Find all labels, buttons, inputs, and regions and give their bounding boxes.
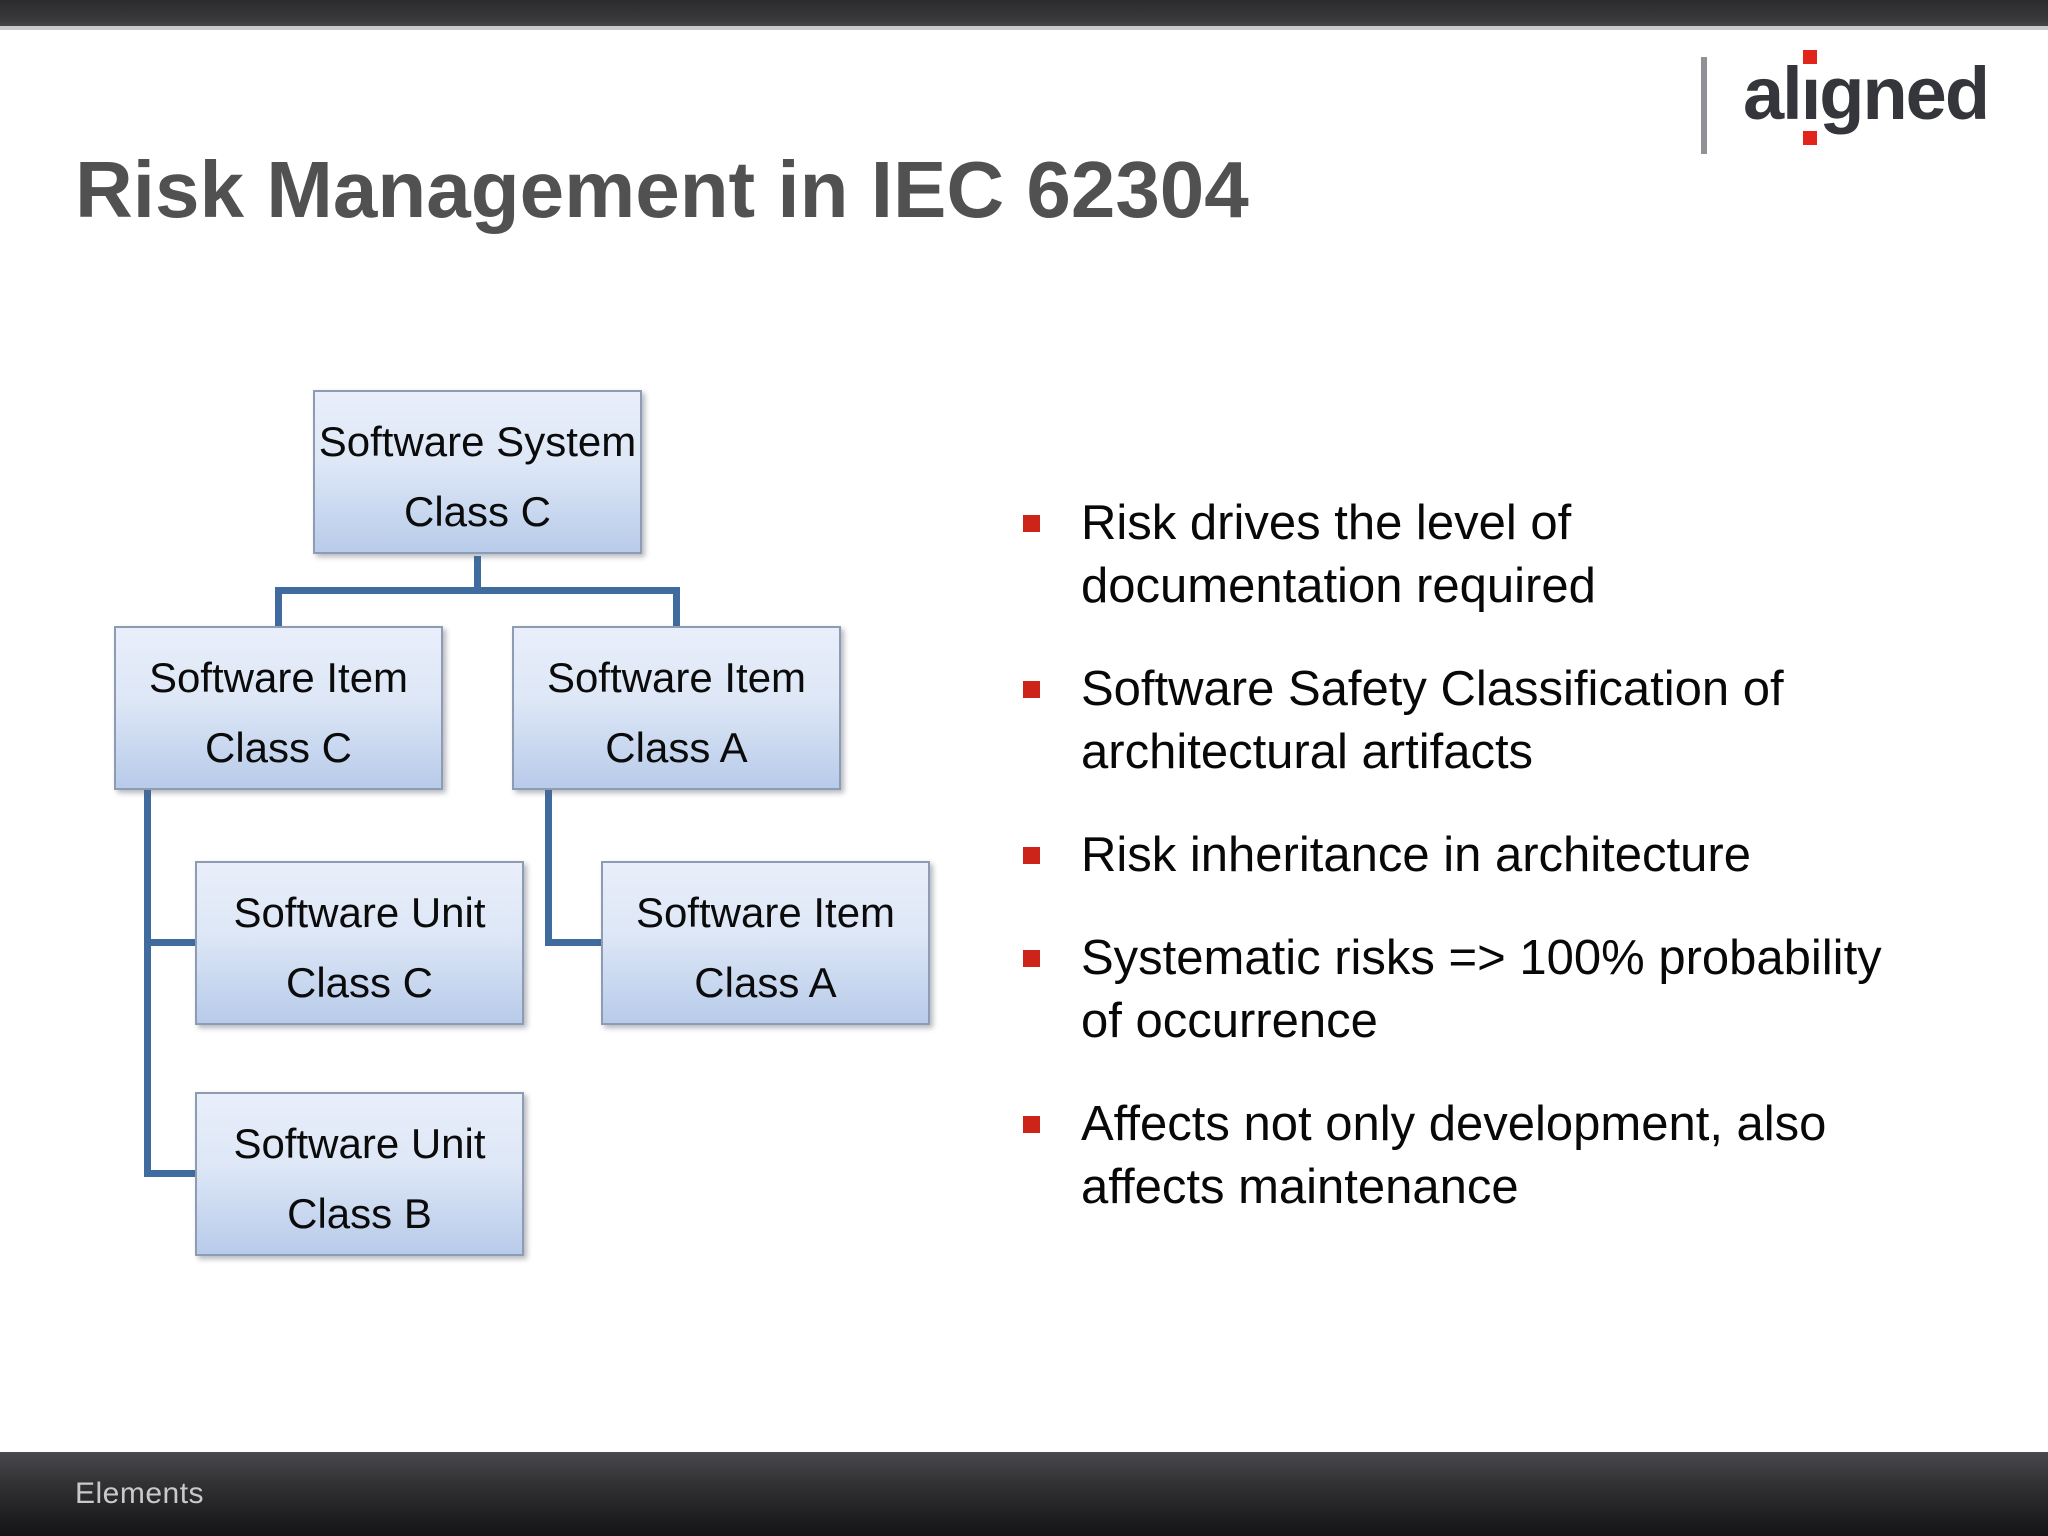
box-label-line2: Class A [694, 959, 837, 1006]
bullet-text: Risk drives the level of documentation r… [1081, 496, 1596, 613]
bullet-item: Risk drives the level of documentation r… [1023, 492, 2033, 618]
diagram-box-software-unit-class-c: Software Unit Class C [195, 861, 524, 1025]
logo-letter-i: ı [1801, 50, 1821, 145]
bullet-square-icon [1023, 681, 1040, 698]
connector-bus-to-item-c [275, 590, 282, 626]
diagram-box-software-item-class-a: Software Item Class A [512, 626, 841, 790]
bullet-square-icon [1023, 950, 1040, 967]
bullet-text: Software Safety Classification of archit… [1081, 662, 1784, 779]
box-label-line2: Class C [204, 724, 353, 771]
connector-item-a-drop [545, 790, 552, 946]
box-label-line2: Class B [287, 1190, 432, 1237]
bullet-square-icon [1023, 1116, 1040, 1133]
logo-red-dot-top-icon [1803, 50, 1817, 64]
box-label-line1: Software Item [546, 654, 807, 701]
logo-divider-bar [1701, 57, 1707, 154]
top-bar [0, 0, 2048, 30]
connector-bus [275, 587, 680, 594]
bullet-item: Affects not only development, also affec… [1023, 1093, 2033, 1219]
hierarchy-diagram: Software System Class C Software Item Cl… [0, 0, 1000, 1300]
diagram-box-software-item-class-c: Software Item Class C [114, 626, 443, 790]
bullet-square-icon [1023, 515, 1040, 532]
box-label-line1: Software System [318, 418, 637, 465]
logo-text-suffix: gned [1819, 52, 1990, 135]
bullet-item: Systematic risks => 100% probability of … [1023, 927, 2033, 1053]
connector-stub-unit-c [144, 939, 195, 946]
diagram-box-software-unit-class-b: Software Unit Class B [195, 1092, 524, 1256]
diagram-box-software-system-class-c: Software System Class C [313, 390, 642, 554]
bullet-text: Systematic risks => 100% probability of … [1081, 931, 1882, 1048]
bullet-text: Risk inheritance in architecture [1081, 828, 1751, 882]
footer-label: Elements [75, 1477, 205, 1510]
bullet-square-icon [1023, 847, 1040, 864]
connector-bus-to-item-a [673, 590, 680, 626]
diagram-box-software-item-class-a-child: Software Item Class A [601, 861, 930, 1025]
box-label-line2: Class A [605, 724, 748, 771]
connector-stub-item-a [545, 939, 601, 946]
footer-bar: Elements [0, 1452, 2048, 1536]
box-label-line2: Class C [403, 488, 552, 535]
box-label-line1: Software Item [148, 654, 409, 701]
bullet-item: Risk inheritance in architecture [1023, 824, 2033, 887]
bullet-text: Affects not only development, also affec… [1081, 1097, 1827, 1214]
box-label-line1: Software Item [635, 889, 896, 936]
box-label-line2: Class C [285, 959, 434, 1006]
box-label-line1: Software Unit [233, 1120, 486, 1167]
connector-item-c-drop [144, 790, 151, 1177]
bullet-item: Software Safety Classification of archit… [1023, 658, 2033, 784]
connector-system-to-bus [474, 556, 481, 594]
connector-stub-unit-b [144, 1170, 195, 1177]
logo-red-dot-bottom-icon [1803, 131, 1817, 145]
logo-text-prefix: al [1743, 52, 1803, 135]
slide-title: Risk Management in IEC 62304 [75, 145, 1249, 234]
bullet-list: Risk drives the level of documentation r… [1023, 492, 2033, 1259]
box-label-line1: Software Unit [233, 889, 486, 936]
